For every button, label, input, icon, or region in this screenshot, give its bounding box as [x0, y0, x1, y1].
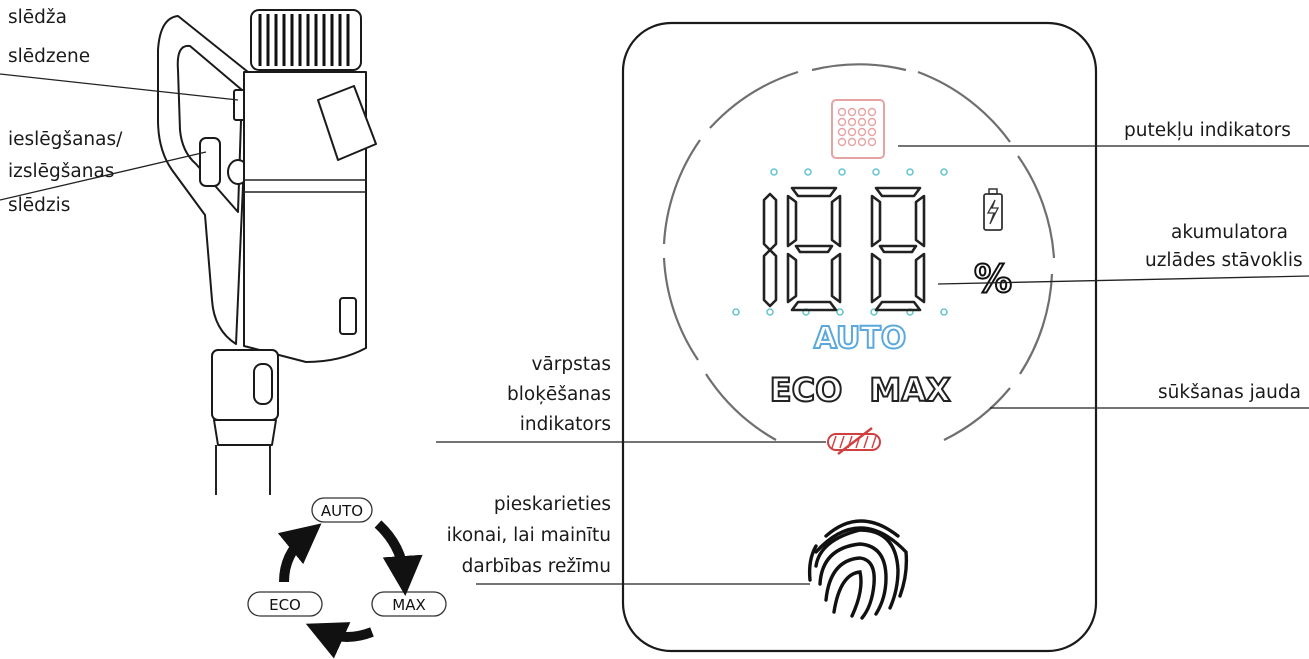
leader-battery — [937, 275, 1309, 285]
display-flap — [317, 85, 377, 161]
label-touch-3: darbības režīmu — [462, 556, 611, 577]
arrow-auto-to-max-icon — [374, 520, 423, 596]
cycle-auto: AUTO — [321, 502, 363, 520]
fingerprint-icon[interactable] — [807, 519, 909, 620]
label-switch-lock-2: slēdzene — [8, 46, 90, 67]
digit-display — [762, 186, 926, 312]
suction-power-ring — [662, 63, 1056, 441]
label-spindle-lock-3: indikators — [520, 414, 611, 435]
arrow-eco-to-auto-icon — [277, 523, 322, 583]
power-switch — [199, 137, 221, 187]
vacuum-handle-illustration — [157, 9, 377, 495]
cycle-eco: ECO — [269, 596, 301, 614]
label-battery-1: akumulatora — [1171, 222, 1288, 243]
display-panel: 188 % AUTO ECO MAX — [621, 21, 1098, 653]
label-battery-2: uzlādes stāvoklis — [1145, 250, 1303, 271]
label-power-switch-1: ieslēgšanas/ — [8, 129, 123, 150]
spindle-lock-indicator-icon — [827, 427, 881, 455]
mode-cycle: AUTO MAX ECO — [247, 497, 447, 659]
label-power-switch-3: slēdzis — [8, 195, 70, 216]
label-power-switch-2: izslēgšanas — [8, 161, 114, 182]
dot-row-top — [770, 168, 948, 176]
label-dust-indicator: putekļu indikators — [1124, 120, 1291, 141]
leader-switch-lock — [0, 73, 239, 101]
mode-eco-indicator: ECO — [770, 371, 843, 409]
label-spindle-lock-2: bloķēšanas — [507, 384, 611, 405]
battery-icon — [983, 188, 1003, 231]
label-suction-power: sūkšanas jauda — [1158, 382, 1301, 403]
dust-indicator-icon — [831, 99, 885, 159]
leader-power-switch — [0, 151, 207, 201]
percent-symbol: % — [974, 257, 1012, 301]
label-touch-1: pieskarieties — [494, 494, 611, 515]
mode-max-indicator: MAX — [869, 371, 951, 409]
cycle-max: MAX — [392, 596, 425, 614]
label-spindle-lock-1: vārpstas — [531, 354, 611, 375]
arrow-max-to-eco-icon — [305, 622, 374, 659]
label-switch-lock-1: slēdža — [8, 7, 67, 28]
label-touch-2: ikonai, lai mainītu — [447, 525, 611, 546]
mode-auto-indicator: AUTO — [814, 321, 907, 356]
